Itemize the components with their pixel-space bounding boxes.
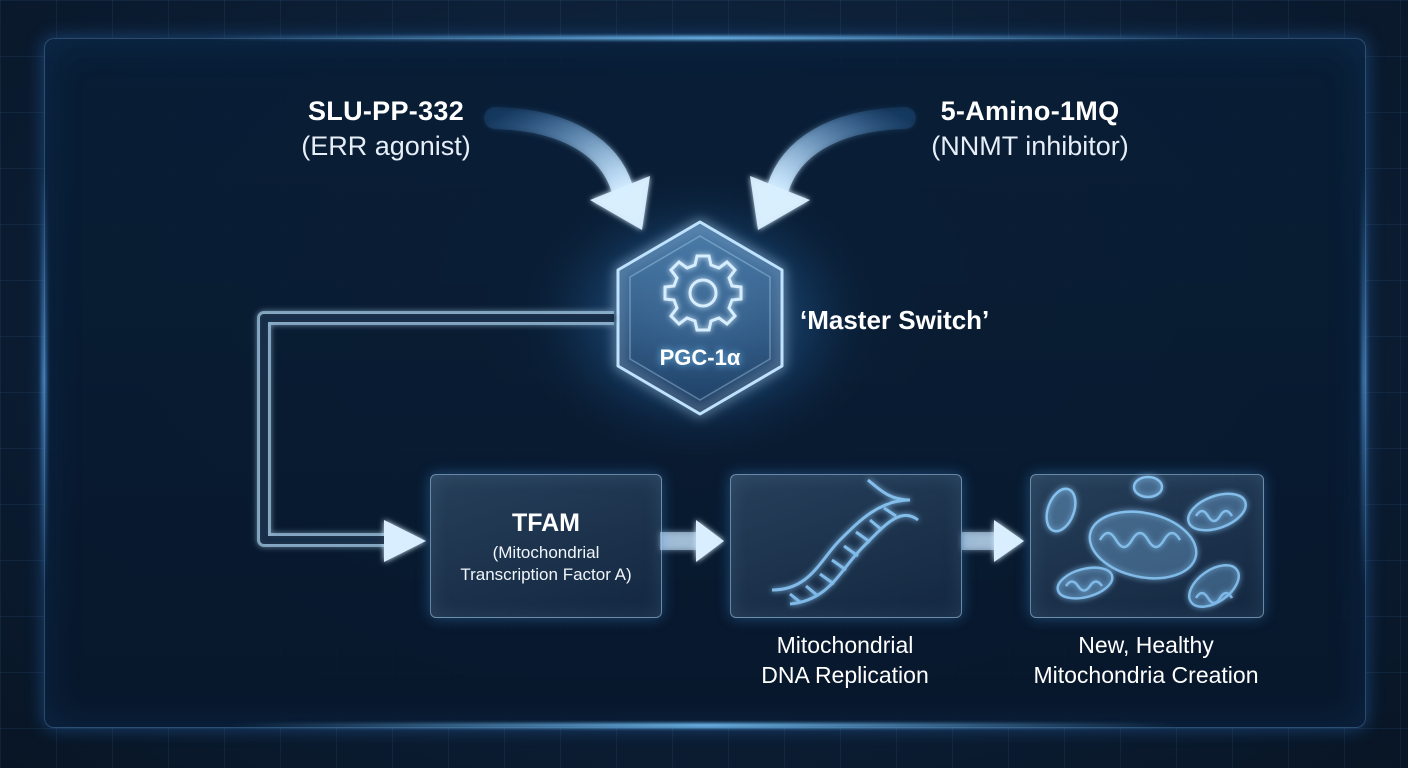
arrow-dna-to-mito xyxy=(962,520,1024,562)
frame-glow-right xyxy=(1362,170,1366,590)
tfam-desc-line1: (Mitochondrial xyxy=(492,543,600,562)
frame-glow-left xyxy=(42,170,46,590)
input-right: 5-Amino-1MQ (NNMT inhibitor) xyxy=(880,96,1180,162)
frame-glow-bottom xyxy=(230,723,1180,728)
dna-caption-line1: Mitochondrial xyxy=(776,632,914,658)
pgc1a-hexagon-inner xyxy=(629,235,771,401)
frame-glow-top xyxy=(200,36,1210,40)
hub-tagline: ‘Master Switch’ xyxy=(800,305,990,335)
dna-caption-line2: DNA Replication xyxy=(761,662,929,688)
connector-hub-to-tfam xyxy=(257,311,614,562)
arrow-tfam-to-dna xyxy=(660,520,724,562)
tfam-box: TFAM (Mitochondrial Transcription Factor… xyxy=(430,474,662,618)
input-right-name: 5-Amino-1MQ xyxy=(940,96,1120,126)
pgc1a-hexagon xyxy=(616,220,784,416)
input-left-name: SLU-PP-332 xyxy=(307,96,465,126)
arrow-left-input xyxy=(484,107,650,230)
input-right-desc: (NNMT inhibitor) xyxy=(931,131,1129,161)
gear-icon xyxy=(663,254,743,332)
input-left: SLU-PP-332 (ERR agonist) xyxy=(236,96,536,162)
mitochondria-caption: New, Healthy Mitochondria Creation xyxy=(1000,630,1292,690)
tfam-desc-line2: Transcription Factor A) xyxy=(460,565,632,584)
tfam-title: TFAM xyxy=(511,509,581,537)
mito-caption-line2: Mitochondria Creation xyxy=(1033,662,1259,688)
dna-helix-icon xyxy=(771,478,919,606)
arrow-right-input xyxy=(750,107,916,230)
mitochondria-icon xyxy=(1045,475,1247,608)
hub-title: PGC-1α xyxy=(659,345,741,370)
mitochondria-box xyxy=(1030,474,1264,618)
dna-caption: Mitochondrial DNA Replication xyxy=(700,630,990,690)
mito-caption-line1: New, Healthy xyxy=(1078,632,1214,658)
dna-box xyxy=(730,474,962,618)
input-left-desc: (ERR agonist) xyxy=(301,131,471,161)
